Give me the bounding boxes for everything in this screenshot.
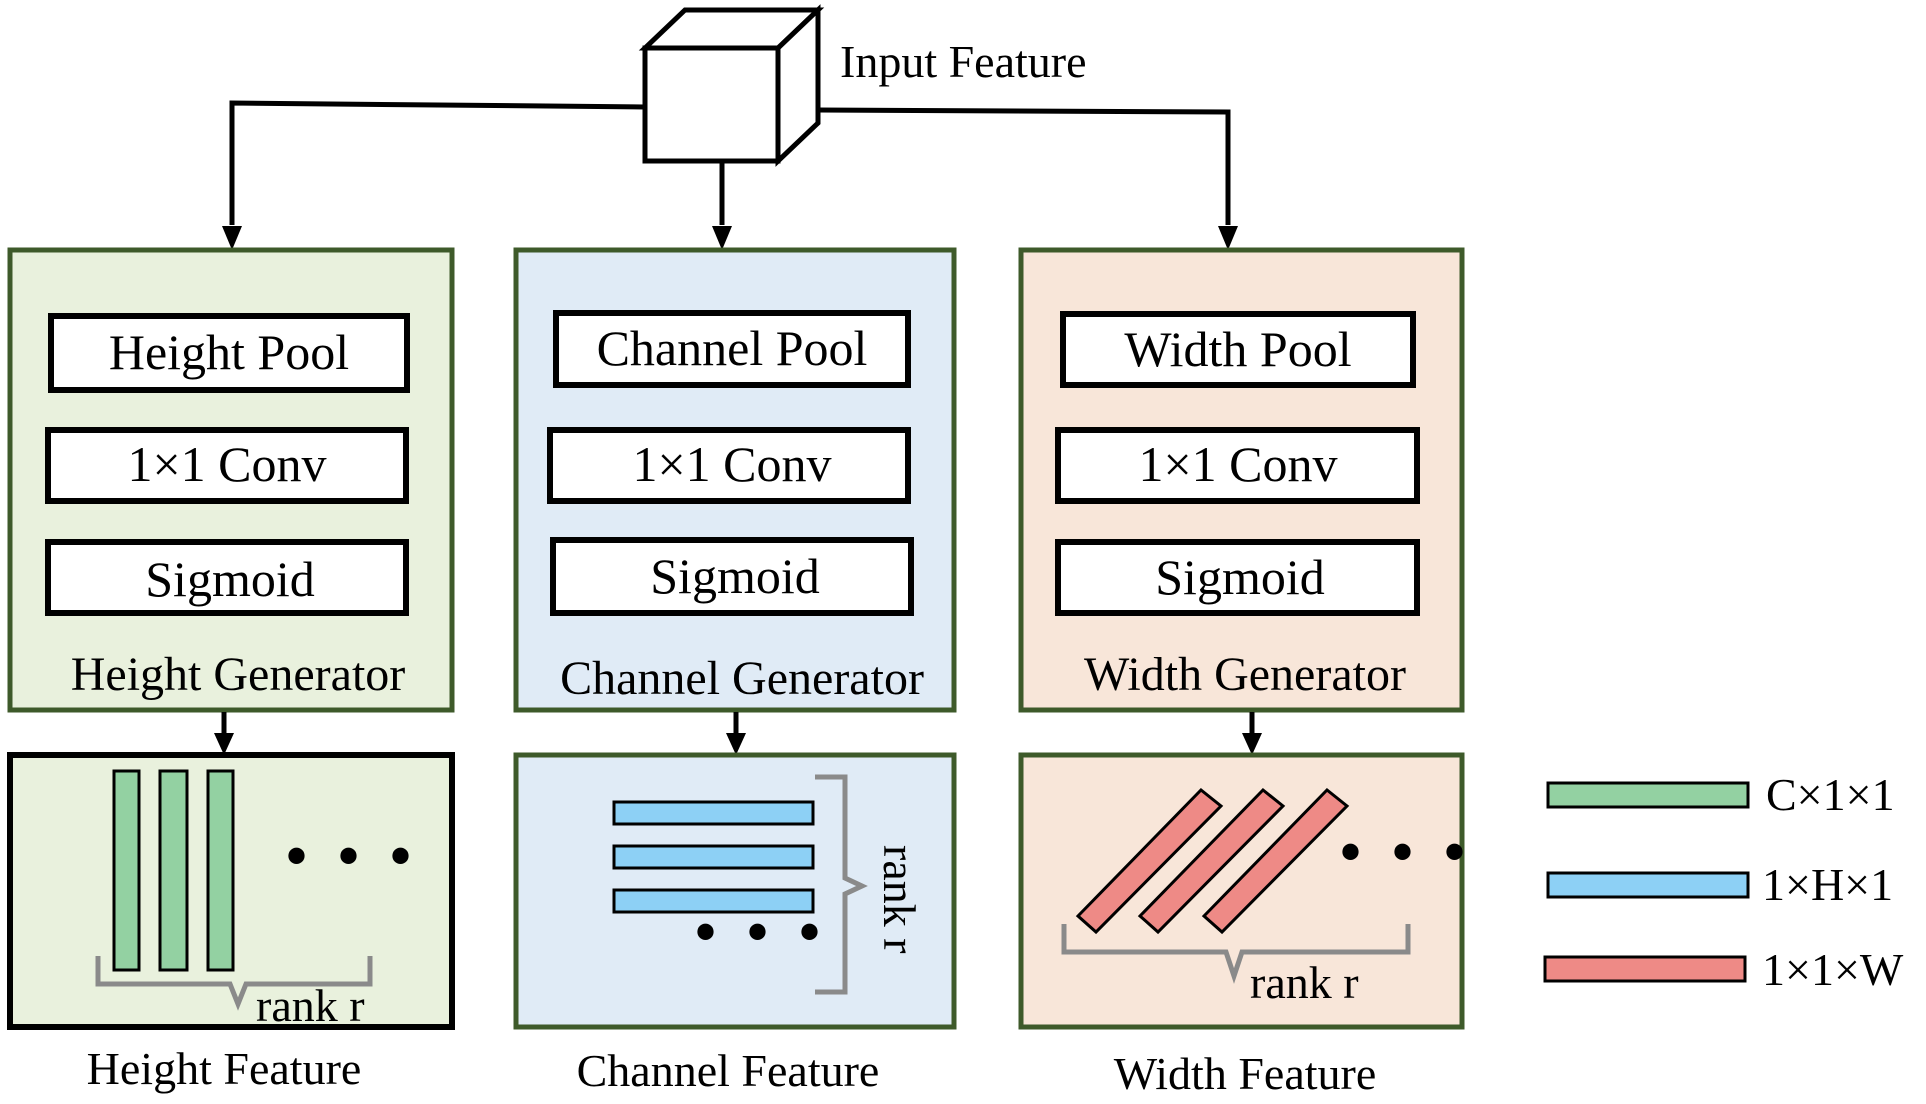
width-feature-label: Width Feature <box>1114 1048 1377 1099</box>
legend-label-1h1: 1×H×1 <box>1762 859 1893 910</box>
width-sigmoid-box <box>1055 539 1420 616</box>
width-pool-label: Width Pool <box>1124 321 1351 377</box>
channel-conv-box <box>547 427 911 504</box>
input-arrowheads <box>222 226 1238 250</box>
legend-swatch-11w <box>1543 955 1747 983</box>
height-sigmoid-label: Sigmoid <box>145 551 314 607</box>
channel-rank-bar <box>612 888 815 914</box>
width-rank-bar <box>1075 787 1224 935</box>
height-feature-label: Height Feature <box>87 1043 362 1094</box>
height-generator-label: Height Generator <box>71 648 406 701</box>
legend-swatch-1h1 <box>1546 871 1750 899</box>
height-rank-label: rank r <box>256 980 365 1031</box>
width-pool-box <box>1060 311 1416 388</box>
height-rank-brace <box>95 956 373 1011</box>
channel-sigmoid-label: Sigmoid <box>650 548 819 604</box>
width-rank-bar <box>1201 787 1350 935</box>
channel-generator: Channel Pool 1×1 Conv Sigmoid Channel Ge… <box>513 247 957 713</box>
width-rank-bar <box>1137 787 1286 935</box>
channel-rank-label: rank r <box>874 845 925 954</box>
height-rank-bar <box>112 769 141 972</box>
channel-generator-label: Channel Generator <box>560 652 924 705</box>
height-pool-label: Height Pool <box>109 324 349 380</box>
height-generator: Height Pool 1×1 Conv Sigmoid Height Gene… <box>7 247 455 713</box>
height-conv-box <box>45 427 409 504</box>
legend-swatch-c11 <box>1546 781 1750 809</box>
height-pool-box <box>48 313 410 393</box>
height-ellipsis: • • • <box>286 823 419 889</box>
channel-feature-label: Channel Feature <box>577 1045 880 1096</box>
height-conv-label: 1×1 Conv <box>127 436 326 492</box>
channel-pool-box <box>553 310 911 388</box>
input-feature-label: Input Feature <box>840 36 1087 87</box>
height-sigmoid-box <box>45 539 409 616</box>
width-conv-box <box>1055 427 1420 504</box>
height-rank-bar <box>206 769 235 972</box>
channel-rank-bar <box>612 844 815 870</box>
generator-to-feature-arrows <box>221 712 1255 734</box>
width-rank-brace <box>1061 924 1411 984</box>
width-conv-label: 1×1 Conv <box>1138 436 1337 492</box>
legend-label-c11: C×1×1 <box>1766 769 1895 820</box>
channel-pool-label: Channel Pool <box>597 320 868 376</box>
channel-sigmoid-box <box>550 537 914 616</box>
height-rank-bar <box>158 769 189 972</box>
width-feature-panel: • • • rank r <box>1018 752 1473 1030</box>
channel-ellipsis: • • • <box>695 899 828 965</box>
legend: C×1×1 1×H×1 1×1×W <box>1543 769 1904 995</box>
width-ellipsis: • • • <box>1340 819 1473 885</box>
channel-feature-panel: • • • rank r <box>513 752 957 1030</box>
channel-rank-bar <box>612 800 815 826</box>
legend-label-11w: 1×1×W <box>1762 944 1904 995</box>
input-feature-cube-icon <box>638 4 825 167</box>
input-connectors <box>229 100 1231 225</box>
width-sigmoid-label: Sigmoid <box>1155 549 1324 605</box>
width-generator-label: Width Generator <box>1084 648 1406 701</box>
width-rank-label: rank r <box>1250 957 1359 1008</box>
generator-to-feature-arrowheads <box>214 733 1262 755</box>
height-feature-panel: • • • rank r <box>7 752 455 1031</box>
channel-conv-label: 1×1 Conv <box>632 436 831 492</box>
channel-rank-brace <box>815 774 868 995</box>
width-generator: Width Pool 1×1 Conv Sigmoid Width Genera… <box>1018 247 1465 713</box>
